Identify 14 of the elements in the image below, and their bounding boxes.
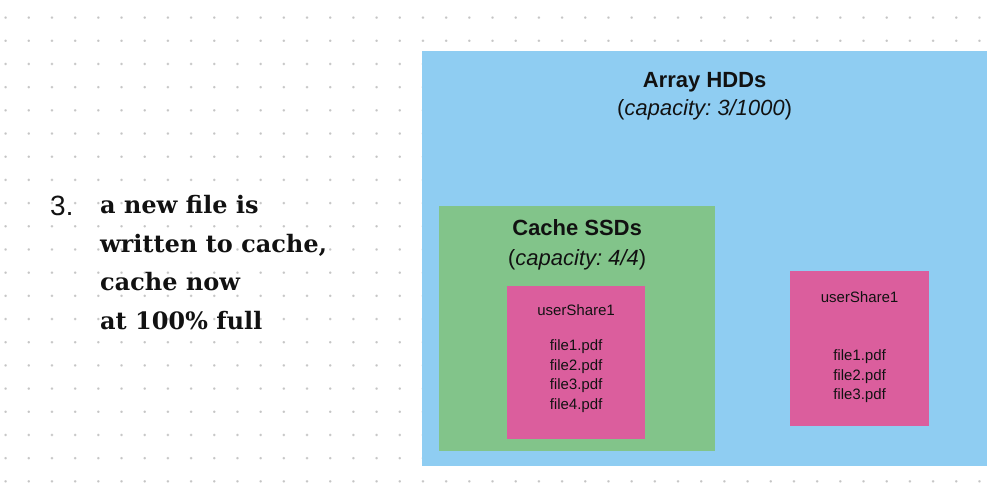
- container-title: Cache SSDs: [512, 214, 642, 242]
- folder-name: userShare1: [820, 288, 898, 308]
- capacity-note: (capacity: 3/1000): [617, 94, 792, 122]
- folder-name: userShare1: [537, 301, 615, 321]
- step-number: 3.: [50, 189, 74, 223]
- share-folder-panel: [790, 271, 929, 426]
- step-description: a new file is written to cache, cache now at 100% full: [100, 189, 328, 336]
- container-title: Array HDDs: [642, 66, 766, 94]
- cache-container: [439, 206, 715, 451]
- file-list: file1.pdf file2.pdf file3.pdf file4.pdf: [550, 336, 602, 415]
- file-list: file1.pdf file2.pdf file3.pdf: [833, 346, 886, 406]
- array-container: [422, 51, 987, 466]
- share-folder-panel: [507, 286, 645, 439]
- capacity-note: (capacity: 4/4): [508, 244, 646, 272]
